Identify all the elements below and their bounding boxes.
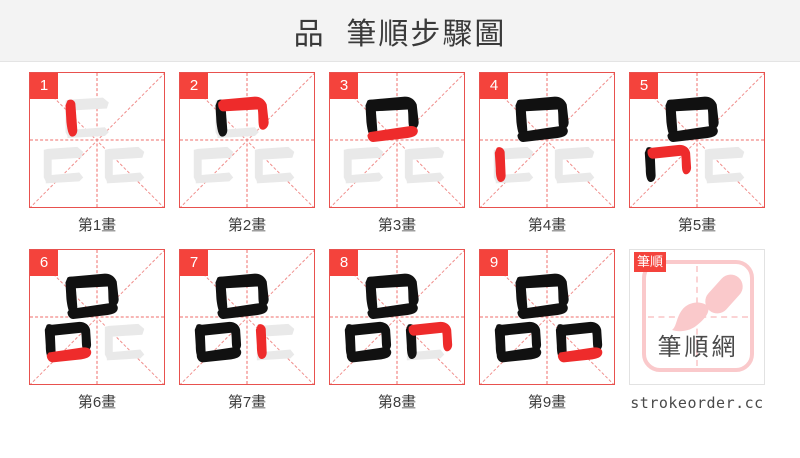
stroke-number-badge: 7 xyxy=(180,250,208,276)
stroke-cell-7[interactable]: 7 第7畫 xyxy=(172,249,322,412)
stroke-label: 第2畫 xyxy=(227,217,267,234)
stroke-label: 第3畫 xyxy=(377,217,417,234)
current-stroke xyxy=(494,147,506,182)
stroke-label: 第5畫 xyxy=(677,217,717,234)
stroke-grid-2[interactable]: 2 xyxy=(179,72,315,208)
character-glyph xyxy=(194,273,295,363)
stroke-cell-3[interactable]: 3 第3畫 xyxy=(322,72,472,235)
stroke-cell-4[interactable]: 4 第4畫 xyxy=(472,72,622,235)
completed-strokes xyxy=(494,273,603,363)
stroke-grid-3[interactable]: 3 xyxy=(329,72,465,208)
stroke-grid-9[interactable]: 9 xyxy=(479,249,615,385)
completed-strokes xyxy=(644,96,719,182)
stroke-number-badge: 5 xyxy=(630,73,658,99)
stroke-grid-8[interactable]: 8 xyxy=(329,249,465,385)
site-branding[interactable]: 筆順網 筆順 strokeorder.cc xyxy=(622,249,772,412)
ghost-character xyxy=(104,323,145,361)
stroke-cell-2[interactable]: 2 第2畫 xyxy=(172,72,322,235)
stroke-row-1: 1 第1畫 xyxy=(0,62,800,235)
stroke-cell-8[interactable]: 8 第8畫 xyxy=(322,249,472,412)
stroke-number-badge: 1 xyxy=(30,73,58,99)
ghost-character xyxy=(493,146,595,184)
logo-brand-text: 筆順網 xyxy=(657,334,739,361)
current-stroke xyxy=(65,99,78,137)
current-stroke xyxy=(647,144,692,175)
page-title: 品 筆順步驟圖 xyxy=(293,17,507,51)
completed-strokes xyxy=(44,273,119,359)
current-stroke xyxy=(367,126,418,142)
stroke-number-badge: 2 xyxy=(180,73,208,99)
stroke-cell-9[interactable]: 9 第9畫 xyxy=(472,249,622,412)
character-glyph xyxy=(343,96,445,184)
character-glyph xyxy=(344,273,453,363)
character-glyph xyxy=(494,273,603,363)
stroke-grid-6[interactable]: 6 xyxy=(29,249,165,385)
completed-strokes xyxy=(365,96,419,137)
character-glyph xyxy=(44,273,145,363)
stroke-order-board: 1 第1畫 xyxy=(0,62,800,458)
stroke-number-badge: 3 xyxy=(330,73,358,99)
logo-box[interactable]: 筆順網 筆順 xyxy=(629,249,765,385)
stroke-row-2: 6 第6畫 xyxy=(0,235,800,412)
stroke-label: 第9畫 xyxy=(527,394,567,411)
brush-icon xyxy=(672,274,743,332)
ghost-character xyxy=(43,97,145,184)
stroke-label: 第7畫 xyxy=(227,394,267,411)
current-stroke xyxy=(408,321,453,352)
current-stroke xyxy=(46,347,92,363)
stroke-cell-6[interactable]: 6 第6畫 xyxy=(22,249,172,412)
page-header: 品 筆順步驟圖 xyxy=(0,0,800,62)
stroke-grid-5[interactable]: 5 xyxy=(629,72,765,208)
stroke-number-badge: 8 xyxy=(330,250,358,276)
stroke-number-badge: 4 xyxy=(480,73,508,99)
character-glyph xyxy=(644,96,745,184)
stroke-label: 第1畫 xyxy=(77,217,117,234)
ghost-character xyxy=(193,97,295,184)
stroke-number-badge: 6 xyxy=(30,250,58,276)
logo-badge: 筆順 xyxy=(634,252,667,272)
stroke-grid-7[interactable]: 7 xyxy=(179,249,315,385)
stroke-grid-4[interactable]: 4 xyxy=(479,72,615,208)
stroke-grid-1[interactable]: 1 xyxy=(29,72,165,208)
ghost-character xyxy=(704,146,745,184)
completed-strokes xyxy=(194,273,269,363)
current-stroke xyxy=(218,96,269,130)
character-glyph xyxy=(193,96,295,184)
current-stroke xyxy=(557,347,603,363)
current-stroke xyxy=(255,324,267,359)
stroke-label: 第6畫 xyxy=(77,394,117,411)
site-url: strokeorder.cc xyxy=(630,394,764,412)
logo-frame xyxy=(642,260,754,372)
completed-strokes xyxy=(515,96,569,142)
stroke-label: 第8畫 xyxy=(377,394,417,411)
stroke-cell-1[interactable]: 1 第1畫 xyxy=(22,72,172,235)
ghost-character xyxy=(343,146,445,184)
stroke-number-badge: 9 xyxy=(480,250,508,276)
stroke-cell-5[interactable]: 5 第5畫 xyxy=(622,72,772,235)
character-glyph xyxy=(43,97,145,184)
character-glyph xyxy=(493,96,595,184)
completed-strokes xyxy=(344,273,419,363)
stroke-label: 第4畫 xyxy=(527,217,567,234)
